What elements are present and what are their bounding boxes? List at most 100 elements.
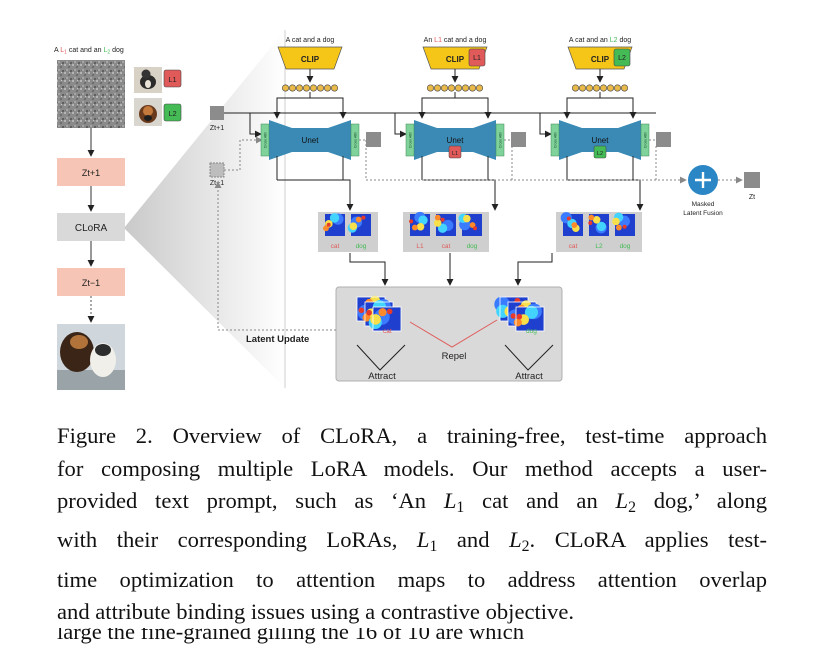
text-token (620, 84, 628, 92)
cross-attn-label: Cross Attn (644, 132, 648, 149)
stacked-map-label: cat (383, 328, 392, 335)
clip-lora-badge (468, 48, 486, 67)
text-token (323, 84, 331, 92)
text-token (578, 84, 586, 92)
svg-text:Repel: Repel (442, 351, 467, 362)
clip-lora-badge-label: L2 (618, 55, 626, 62)
figure-caption: Figure 2. Overview of CLoRA, a training-… (57, 420, 767, 629)
branch-latent (511, 132, 526, 147)
text-token (330, 84, 338, 92)
text-token (440, 84, 448, 92)
clip-lora-badge-label: L1 (473, 55, 481, 62)
text-token (613, 84, 621, 92)
zt-minus1-box (57, 268, 125, 296)
text-token (426, 84, 434, 92)
text-token (316, 84, 324, 92)
svg-text:Zt−1: Zt−1 (82, 278, 100, 288)
clip-lora-badge (613, 48, 631, 67)
attention-map-label: dog (356, 243, 367, 250)
attention-map-label: dog (467, 243, 478, 250)
branch-latent (366, 132, 381, 147)
cross-attn-block (550, 123, 560, 157)
text-token (454, 84, 462, 92)
branch-prompt: A cat and a dog (286, 37, 335, 44)
masked-fusion-label-1: Masked (692, 201, 715, 208)
clip-label: CLIP (591, 55, 610, 64)
unet-encoder (414, 120, 437, 160)
svg-text:Zt+1: Zt+1 (210, 125, 224, 132)
svg-text:CLoRA: CLoRA (75, 223, 108, 234)
zt-output (744, 172, 760, 188)
attention-map (560, 212, 583, 236)
stacked-attention-map (513, 303, 544, 331)
cross-attn-label: Cross Attn (554, 132, 558, 149)
attention-map-label: cat (569, 243, 578, 250)
unet-decoder (618, 120, 641, 160)
cross-attn-label: Cross Attn (409, 132, 413, 149)
unet-decoder (473, 120, 496, 160)
attract-left-mark (356, 344, 406, 371)
cross-attn-label: Cross Attn (354, 132, 358, 149)
branch-prompt: An L1 cat and a dog (424, 37, 487, 44)
unet-lora-badge-label: L1 (452, 151, 458, 157)
unet-encoder (269, 120, 292, 160)
unet-bottleneck (292, 128, 328, 152)
cross-attn-block (405, 123, 415, 157)
branch-latent (656, 132, 671, 147)
svg-text:Attract: Attract (515, 371, 543, 382)
attention-map (409, 211, 430, 236)
unet-lora-badge (593, 145, 607, 159)
masked-fusion-label-2: Latent Fusion (683, 210, 723, 217)
attention-map (612, 212, 635, 236)
attention-stack-cat: catcatcat (356, 295, 402, 335)
svg-text:Attract: Attract (368, 371, 396, 382)
text-token (585, 84, 593, 92)
text-token (281, 84, 289, 92)
text-token (447, 84, 455, 92)
clip-label: CLIP (301, 55, 320, 64)
clip-encoder (277, 46, 343, 70)
unet-decoder (328, 120, 351, 160)
caption-line: time optimization to attention maps to a… (57, 566, 767, 592)
repel-mark (409, 319, 498, 348)
attention-map (347, 214, 371, 236)
lora1-badge (163, 69, 182, 88)
text-token (295, 84, 303, 92)
caption-line: with their corresponding LoRAs, L1 and L… (57, 527, 767, 556)
attention-map-label: cat (331, 243, 340, 250)
attention-map (433, 214, 456, 236)
branch-prompt: A cat and an L2 dog (569, 37, 631, 44)
text-token (475, 84, 483, 92)
svg-text:L1: L1 (168, 75, 176, 84)
svg-text:L2: L2 (168, 109, 176, 118)
unet-lora-badge (448, 145, 462, 159)
cut-off-next-line: large the fine-grained gilling the 16 of… (57, 628, 524, 644)
attention-map-label: dog (620, 243, 631, 250)
unet-lora-badge-label: L2 (597, 151, 603, 157)
cross-attn-label: Cross Attn (499, 132, 503, 149)
method-overview-figure: A L1 cat and an L2 dog L1 L2 Zt+1 CLoRA … (54, 30, 760, 390)
attention-map (588, 214, 609, 236)
zoom-cone (124, 30, 285, 388)
latent-update-label: Latent Update (246, 334, 309, 345)
zt-plus1-updated (209, 162, 225, 178)
lora2-thumbnail (134, 98, 162, 126)
text-token (461, 84, 469, 92)
svg-text:Zt+1: Zt+1 (82, 168, 100, 178)
clora-box (57, 213, 125, 241)
attention-map-label: L2 (595, 243, 603, 250)
text-token (468, 84, 476, 92)
noise-latent (57, 60, 125, 128)
text-token (288, 84, 296, 92)
svg-text:Zt+1: Zt+1 (210, 180, 224, 187)
attention-map (323, 213, 345, 236)
left-prompt: A L1 cat and an L2 dog (54, 47, 124, 56)
attention-stack-dog: dogdogdog (494, 296, 545, 335)
zt-plus1-box (57, 158, 125, 186)
attention-map (458, 213, 482, 236)
caption-line: and attribute binding issues using a con… (57, 599, 575, 625)
stacked-map-label: dog (526, 328, 537, 335)
caption-line: for composing multiple LoRA models. Our … (57, 455, 767, 481)
